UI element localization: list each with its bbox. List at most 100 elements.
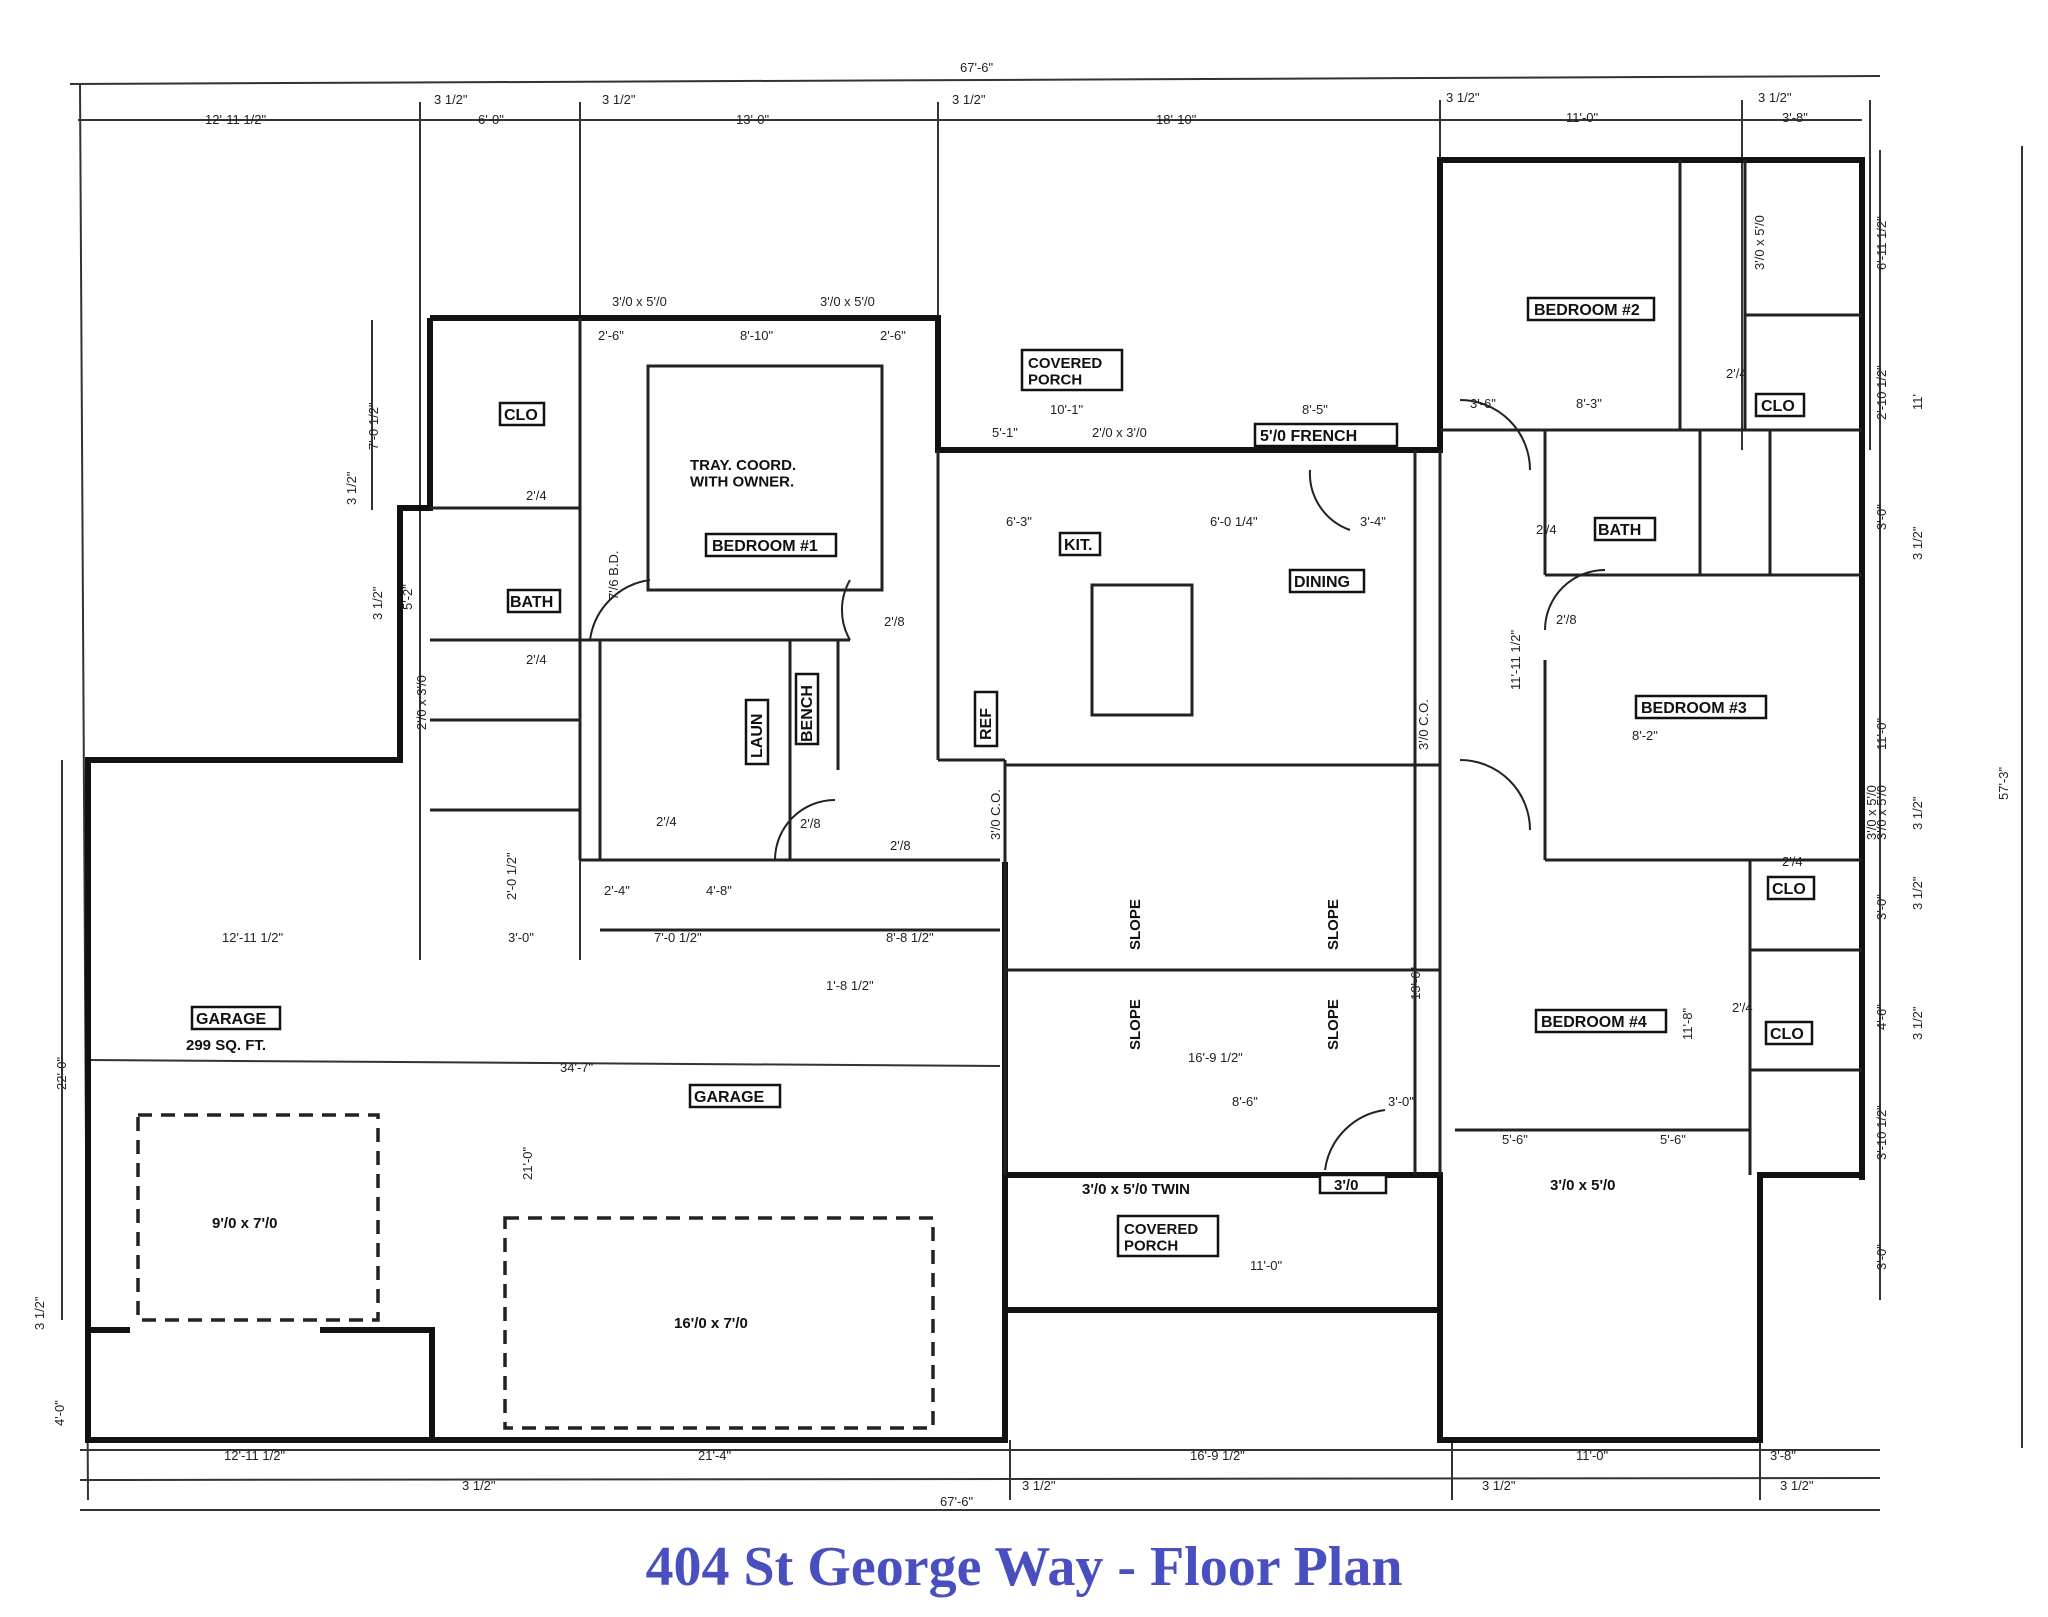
right-dim: 3'-10 1/2" xyxy=(1874,1105,1889,1160)
inner-dim: 5'-6" xyxy=(1660,1132,1686,1147)
bath1-label: BATH xyxy=(510,594,553,611)
inner-dim: 3'-0" xyxy=(508,930,534,945)
top-dim: 13'-0" xyxy=(736,112,770,127)
front-door-label: 3'/0 xyxy=(1334,1177,1358,1194)
window-label: 3'/0 x 5'/0 xyxy=(1864,785,1879,840)
top-dim: 6'-0" xyxy=(478,112,504,127)
inner-dim: 13'-6" xyxy=(1408,966,1423,1000)
slope-label: SLOPE xyxy=(1127,899,1144,950)
inner-dim: 2'/4 xyxy=(1726,366,1747,381)
extension-lines xyxy=(79,83,1871,1501)
inner-dim: 6'-0 1/4" xyxy=(1210,514,1258,529)
bedroom3-label: BEDROOM #3 xyxy=(1641,700,1747,717)
slope-label: SLOPE xyxy=(1325,899,1342,950)
inner-dim: 2'/4 xyxy=(1536,522,1557,537)
page-title: 404 St George Way - Floor Plan xyxy=(645,1536,1403,1598)
tray-ceiling-outline xyxy=(646,364,884,592)
garage-label: GARAGE xyxy=(694,1089,765,1106)
overall-right-dim: 57'-3" xyxy=(1996,766,2011,800)
inner-dim: 7'-0 1/2" xyxy=(654,930,702,945)
window-label: 3'/0 x 5'/0 xyxy=(820,294,875,309)
inner-dim: 3'/0 C.O. xyxy=(988,789,1003,840)
inner-dim: 1'-8 1/2" xyxy=(826,978,874,993)
right-dim: 4'-6" xyxy=(1874,1004,1889,1030)
inner-dim: 2'/8 xyxy=(800,816,821,831)
inner-dimensions: 2'-6" 8'-10" 2'-6" 10'-1" 8'-5" 5'-1" 6'… xyxy=(222,328,1803,1273)
bottom-dim: 3 1/2" xyxy=(1780,1478,1814,1493)
inner-dim: 11'-8" xyxy=(1680,1007,1695,1040)
inner-dim: 3'-6" xyxy=(1470,396,1496,411)
overall-dimension-lines: 67'-6" 67'-6" 57'-3" 34'-7" xyxy=(69,60,2023,1511)
exterior-walls xyxy=(85,157,1865,1443)
garage-door2-size: 16'/0 x 7'/0 xyxy=(674,1315,748,1332)
bedroom1-label: BEDROOM #1 xyxy=(712,538,818,555)
top-dim: 3 1/2" xyxy=(952,92,986,107)
garage-note-label: GARAGE xyxy=(196,1011,267,1028)
window-labels: 2'/0 x 3'/0 3'/0 x 5'/0 3'/0 x 5'/0 3'/0… xyxy=(414,215,1879,840)
bottom-dim: 3 1/2" xyxy=(1482,1478,1516,1493)
garage-inner-dim: 34'-7" xyxy=(560,1060,594,1075)
right-dim: 3 1/2" xyxy=(1910,876,1925,910)
top-dim: 18'-10" xyxy=(1156,112,1197,127)
door-swings xyxy=(589,399,1606,1171)
inner-dim: 10'-1" xyxy=(1050,402,1084,417)
inner-dim: 2'/8 xyxy=(884,614,905,629)
window-label: 2'/0 x 3'/0 xyxy=(414,675,429,730)
inner-dim: 2'/4 xyxy=(526,652,547,667)
inner-dim: 2'-6" xyxy=(598,328,624,343)
inner-dim: 8'-6" xyxy=(1232,1094,1258,1109)
right-dimensions: 6'-11 1/2" 2'-10 1/2" 11' 3'-0" 3 1/2" 1… xyxy=(1874,150,1925,1300)
left-dim: 3 1/2" xyxy=(344,471,359,505)
right-dim: 3'-0" xyxy=(1874,504,1889,530)
garage-door1-size: 9'/0 x 7'/0 xyxy=(212,1215,278,1232)
right-dim: 11'-0" xyxy=(1874,717,1889,750)
left-dim: 22'-0" xyxy=(54,1056,69,1090)
dining-label: DINING xyxy=(1294,574,1350,591)
kit-label: KIT. xyxy=(1064,537,1092,554)
clo2-label: CLO xyxy=(1761,398,1795,415)
bottom-dim: 3'-8" xyxy=(1770,1448,1796,1463)
right-dim: 11' xyxy=(1910,394,1925,410)
right-dim: 6'-11 1/2" xyxy=(1874,216,1889,270)
bottom-window-label: 3'/0 x 5'/0 xyxy=(1550,1177,1616,1194)
tray-note: TRAY. COORD.WITH OWNER. xyxy=(690,457,796,491)
twin-window-label: 3'/0 x 5'/0 TWIN xyxy=(1082,1181,1190,1198)
inner-dim: 2'/8 xyxy=(890,838,911,853)
ref-label: REF xyxy=(978,708,995,740)
window-label: 3'/0 x 5'/0 xyxy=(1752,215,1767,270)
laun-label: LAUN xyxy=(749,714,766,758)
inner-dim: 16'-9 1/2" xyxy=(1188,1050,1243,1065)
bottom-dim: 16'-9 1/2" xyxy=(1190,1448,1245,1463)
bedroom4-label: BEDROOM #4 xyxy=(1541,1014,1647,1031)
inner-dim: 8'-5" xyxy=(1302,402,1328,417)
left-dim: 3 1/2" xyxy=(32,1296,47,1330)
bottom-dim: 12'-11 1/2" xyxy=(224,1448,285,1463)
inner-dim: 7'/6 B.D. xyxy=(606,551,621,600)
overall-bottom-dim: 67'-6" xyxy=(940,1494,974,1509)
inner-dim: 2'/8 xyxy=(1556,612,1577,627)
top-dim: 11'-0" xyxy=(1566,110,1599,125)
inner-dim: 8'-2" xyxy=(1632,728,1658,743)
room-labels: CLO TRAY. COORD.WITH OWNER. BEDROOM #1 B… xyxy=(186,296,1816,1332)
inner-dim: 2'/4 xyxy=(1732,1000,1753,1015)
left-dim: 3 1/2" xyxy=(370,586,385,620)
clo3-label: CLO xyxy=(1772,881,1806,898)
window-label: 2'/0 x 3'/0 xyxy=(1092,425,1147,440)
interior-walls xyxy=(430,160,1862,1175)
inner-dim: 11'-11 1/2" xyxy=(1508,630,1523,690)
left-dim: 7'-0 1/2" xyxy=(366,402,381,450)
inner-dim: 3'-4" xyxy=(1360,514,1386,529)
top-dimensions: 12'-11 1/2" 3 1/2" 6'-0" 3 1/2" 13'-0" 3… xyxy=(205,90,1808,127)
inner-dim: 5'-1" xyxy=(992,425,1018,440)
left-dim: 5'-2" xyxy=(400,584,415,610)
kitchen-island xyxy=(1090,583,1194,717)
top-dim: 12'-11 1/2" xyxy=(205,112,266,127)
french-door-label: 5'/0 FRENCH xyxy=(1260,428,1357,445)
bedroom2-label: BEDROOM #2 xyxy=(1534,302,1640,319)
inner-dim: 2'-6" xyxy=(880,328,906,343)
top-dim: 3'-8" xyxy=(1782,110,1808,125)
right-dim: 3 1/2" xyxy=(1910,796,1925,830)
inner-dim: 3'/0 C.O. xyxy=(1416,699,1431,750)
